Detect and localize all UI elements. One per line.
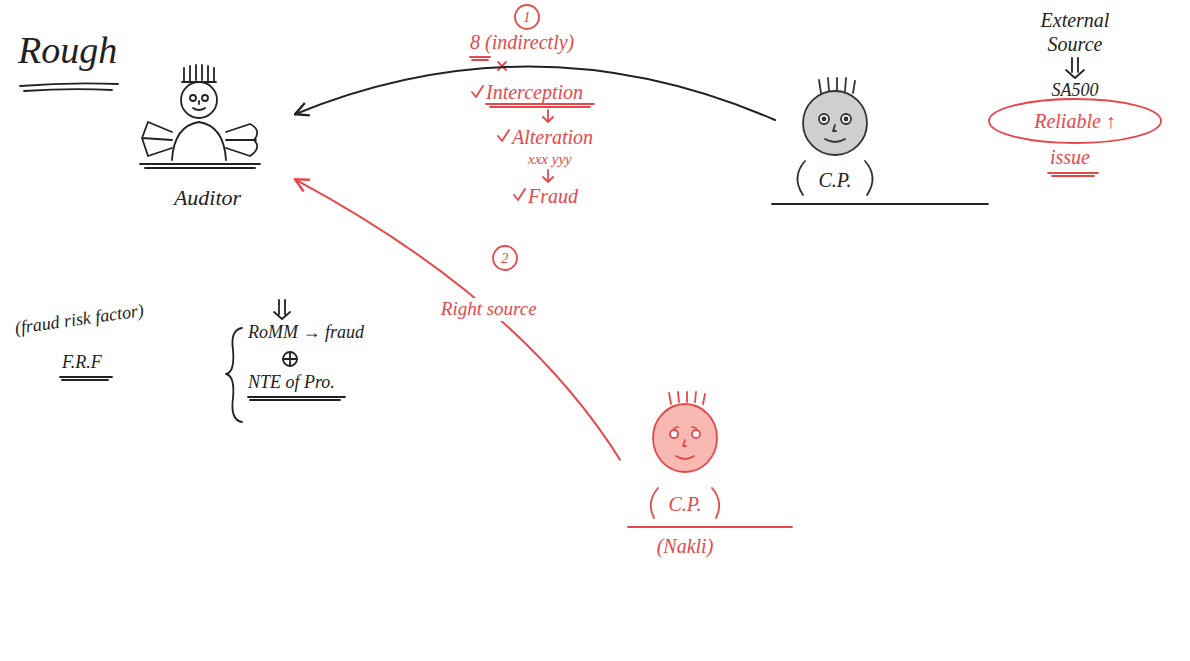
person-node: C.P. (Nakli): [620, 390, 750, 560]
body: [797, 161, 872, 195]
note-text: Fraud: [528, 184, 578, 208]
body: [172, 122, 226, 160]
tick-mark: [472, 86, 483, 97]
note-text: F.R.F: [62, 352, 102, 374]
eye: [841, 114, 851, 124]
pupil: [845, 118, 848, 121]
wing: [226, 124, 257, 156]
callout-number: 2: [501, 249, 509, 267]
edge-label: 8 (indirectly): [470, 30, 574, 54]
note-text: External Source: [1015, 8, 1135, 56]
tick-mark: [514, 189, 525, 200]
ground-line: [772, 203, 988, 205]
body: [651, 488, 719, 518]
title-underline: [20, 83, 118, 91]
note-text: (fraud risk factor): [13, 300, 145, 339]
underline: [248, 397, 345, 400]
person-figure: [620, 390, 750, 560]
node-label: C.P.: [669, 492, 702, 516]
double-down-arrow: [274, 300, 290, 319]
note-text: issue: [1050, 145, 1090, 169]
underline: [1048, 173, 1098, 176]
note-text: SA500: [1015, 80, 1135, 102]
underline: [486, 104, 594, 107]
face: [193, 101, 205, 110]
underline: [60, 377, 112, 380]
wing: [142, 122, 172, 156]
crown: [182, 65, 216, 82]
note-text: Reliable ↑: [1000, 109, 1150, 133]
title-text: Rough: [18, 28, 117, 74]
note-text: NTE of Pro.: [248, 372, 335, 394]
auditor-node: Auditor: [120, 60, 295, 215]
eye: [819, 114, 829, 124]
pupil: [823, 118, 826, 121]
node-label: Auditor: [174, 185, 241, 211]
hair: [669, 392, 705, 404]
down-arrow: [543, 110, 553, 122]
ground-line: [628, 526, 792, 528]
curly-brace: [226, 328, 242, 422]
eye: [692, 430, 700, 438]
face: [674, 427, 696, 459]
node-sublabel: (Nakli): [657, 534, 714, 558]
callout-number: 1: [523, 8, 531, 26]
head: [181, 82, 217, 118]
tick-mark: [498, 130, 509, 141]
ground-line: [140, 164, 260, 168]
node-label: C.P.: [819, 168, 852, 192]
curved-arrow: [295, 179, 620, 459]
head: [803, 91, 867, 155]
plus-symbol: [283, 352, 297, 366]
double-down-arrow: [1066, 58, 1084, 78]
down-arrow: [543, 170, 553, 182]
note-text: RoMM → fraud: [248, 322, 364, 344]
note-text: Alteration: [512, 125, 593, 149]
face: [825, 125, 845, 142]
note-text: xxx yyy: [528, 150, 572, 168]
note-text: Interception: [486, 80, 583, 104]
eye: [190, 95, 196, 101]
curved-arrow: [295, 67, 775, 120]
edge-label: Right source: [437, 298, 541, 321]
eye: [202, 95, 208, 101]
plus-circle: [283, 352, 297, 366]
eye: [670, 430, 678, 438]
head: [653, 404, 717, 472]
person-node: C.P.: [775, 75, 895, 200]
highlight-ellipse: [989, 99, 1161, 143]
callout-circle: [493, 246, 517, 270]
underline: [470, 57, 490, 60]
callout-circle: [515, 5, 539, 29]
